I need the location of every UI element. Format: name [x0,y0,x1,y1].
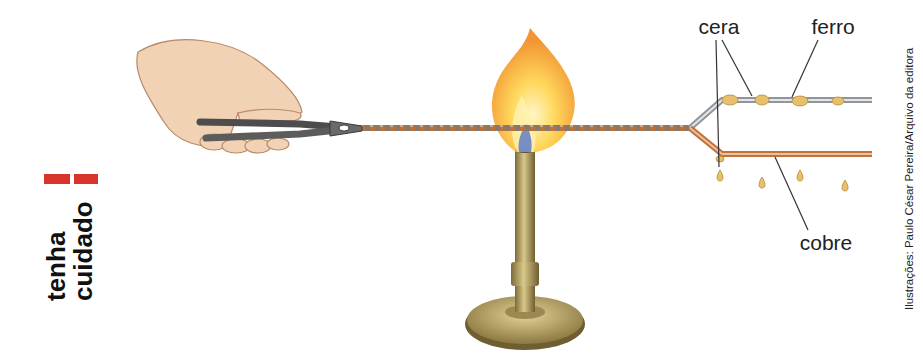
wax-blobs [722,95,844,106]
caution-note: tenha cuidado [43,189,98,301]
flame [492,28,575,152]
credit-note: Ilustrações: Paulo César Pereira/Arquivo… [903,48,916,310]
pliers [200,121,362,138]
copper-wire [690,128,872,154]
twisted-wire [340,126,692,128]
leader-lines [716,40,818,230]
caution-bar [74,174,98,184]
part-label: cobre [800,231,853,254]
bunsen-burner [465,147,585,350]
part-label: cera [699,15,740,38]
part-label: ferro [811,15,854,38]
caution-bar [44,174,70,184]
